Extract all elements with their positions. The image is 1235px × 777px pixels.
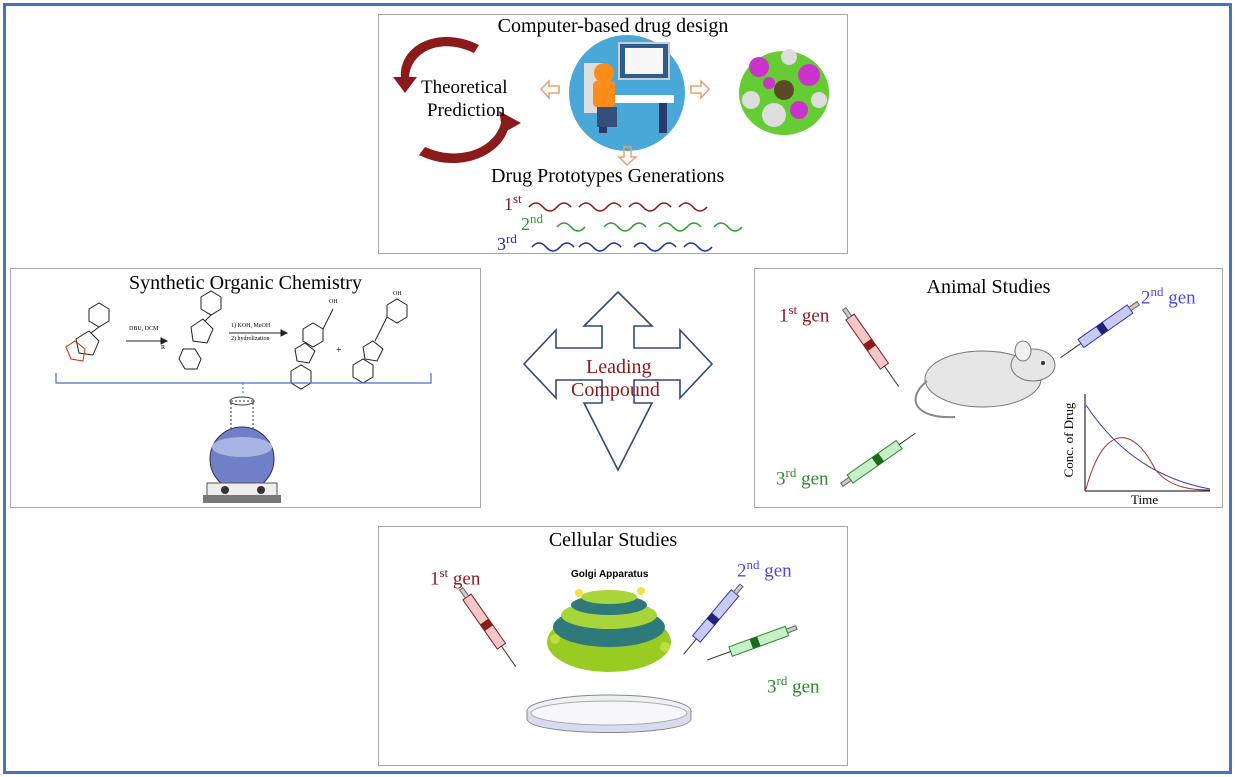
orange-arrow-right-icon (690, 79, 711, 100)
animal-title: Animal Studies (926, 276, 1051, 298)
cell-syringe-gen1-icon (458, 586, 517, 667)
cell-gen1-label: 1st gen (430, 565, 481, 590)
computer-design-graphics (393, 35, 829, 252)
computer-user-icon (569, 35, 685, 151)
orange-arrow-left-icon (539, 79, 560, 100)
synthesis-panel: Synthetic Organic Chemistry (10, 268, 481, 508)
cell-gen2-label: 2nd gen (737, 557, 792, 582)
cell-syringe-gen3-icon (706, 625, 798, 661)
gen2-waves-icon (556, 222, 743, 232)
step1-label: 1) KOH, MeOH (231, 323, 271, 329)
animal-panel: Animal Studies (754, 268, 1223, 508)
generations-title: Drug Prototypes Generations (491, 165, 725, 187)
golgi-label: Golgi Apparatus (571, 569, 649, 580)
mouse-icon (914, 340, 1056, 419)
flask-hotplate-icon (203, 396, 281, 503)
reagent2-label: R (161, 345, 166, 351)
orange-arrow-down-icon (617, 146, 638, 167)
gen3-waves-icon (531, 242, 713, 252)
chart-xlabel: Time (1131, 492, 1158, 507)
gen3-label: 3rd (497, 231, 517, 254)
leading-compound-line1: Leading (586, 356, 652, 378)
reagent1-label: DBU, DCM (129, 326, 159, 332)
step2-label: 2) hydrolization (231, 336, 270, 342)
syringe-gen3-icon (839, 432, 916, 488)
golgi-apparatus-icon (547, 587, 671, 672)
oh-label-2: OH (393, 291, 402, 297)
reaction-scheme-icon (55, 290, 432, 395)
syringe-gen2-icon (1060, 300, 1141, 359)
gen2-label: 2nd (521, 211, 543, 234)
cellular-title: Cellular Studies (548, 529, 678, 551)
plus-sign: + (336, 345, 342, 356)
petri-dish-icon (526, 694, 692, 733)
computer-design-panel: Computer-based drug design (378, 14, 848, 254)
chart-ylabel: Conc. of Drug (1061, 402, 1076, 478)
cycle-arrows-icon (393, 36, 521, 164)
computer-design-title: Computer-based drug design (497, 15, 729, 37)
gen1-label: 1st (504, 191, 522, 214)
conc-curve-blue (1085, 404, 1211, 490)
cellular-graphics (458, 583, 798, 733)
syringe-gen1-icon (841, 306, 900, 387)
cellular-panel: Cellular Studies (378, 526, 848, 766)
animal-graphics (839, 300, 1211, 492)
cell-gen3-label: 3rd gen (767, 673, 820, 698)
animal-gen1-label: 1st gen (779, 302, 830, 327)
leading-compound-line2: Compound (571, 379, 660, 401)
outer-frame (3, 3, 1232, 774)
conc-chart (1084, 394, 1211, 492)
cycle-label-line2: Prediction (427, 100, 506, 121)
animal-gen3-label: 3rd gen (776, 465, 829, 490)
conc-curve-red (1085, 437, 1211, 491)
animal-gen2-label: 2nd gen (1141, 284, 1196, 309)
synthesis-graphics (55, 290, 432, 503)
oh-label-1: OH (329, 299, 338, 305)
gen1-waves-icon (528, 202, 708, 212)
synthesis-title: Synthetic Organic Chemistry (129, 272, 362, 294)
protein-structure-icon (739, 49, 829, 135)
cycle-label-line1: Theoretical (421, 77, 508, 98)
cell-syringe-gen2-icon (683, 583, 744, 655)
